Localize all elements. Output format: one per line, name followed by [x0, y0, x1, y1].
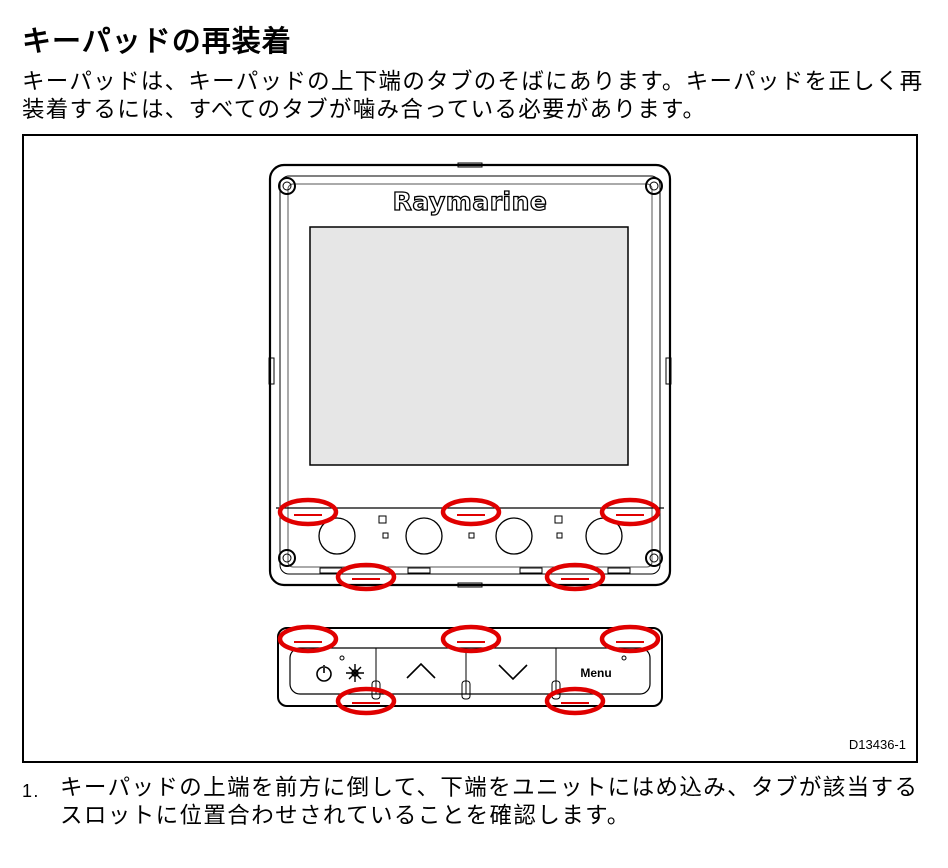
power-icon [316, 664, 332, 682]
tab-highlights [277, 497, 661, 716]
tab-highlight [277, 497, 339, 527]
keypad-diagram: Raymarine [268, 162, 672, 716]
screw-hole-icon [645, 549, 663, 567]
section-heading: キーパッドの再装着 [22, 24, 292, 58]
down-arrow-icon [498, 664, 528, 681]
screw-hole-icon [645, 177, 663, 195]
button-hole [318, 517, 356, 555]
tab-highlight [599, 497, 661, 527]
tab-highlight [599, 624, 661, 654]
screw-hole-icon [278, 549, 296, 567]
tab-highlight [440, 497, 502, 527]
tab-highlight [335, 562, 397, 592]
step-number: 1. [22, 781, 40, 801]
up-arrow-icon [406, 662, 436, 679]
brand-logo: Raymarine [393, 187, 548, 216]
intro-paragraph: キーパッドは、キーパッドの上下端のタブのそばにあります。キーパッドを正しく再装着… [22, 69, 924, 123]
step-item: 1. キーパッドの上端を前方に倒して、下端をユニットにはめ込み、タブが該当するス… [22, 774, 927, 830]
tab-highlight [277, 624, 339, 654]
keypad-figure: Raymarine [22, 134, 918, 763]
menu-label: Menu [580, 666, 611, 680]
button-hole [405, 517, 443, 555]
unit-inner-frame [279, 175, 661, 575]
unit-outer-frame [268, 163, 672, 587]
button-hole [495, 517, 533, 555]
figure-code: D13436-1 [848, 737, 906, 752]
screw-hole-icon [278, 177, 296, 195]
tab-highlight [440, 624, 502, 654]
tab-highlight [544, 686, 606, 716]
display-screen [309, 226, 629, 466]
brightness-icon [346, 664, 364, 682]
step-text: キーパッドの上端を前方に倒して、下端をユニットにはめ込み、タブが該当するスロット… [60, 775, 919, 829]
tab-highlight [335, 686, 397, 716]
tab-highlight [544, 562, 606, 592]
